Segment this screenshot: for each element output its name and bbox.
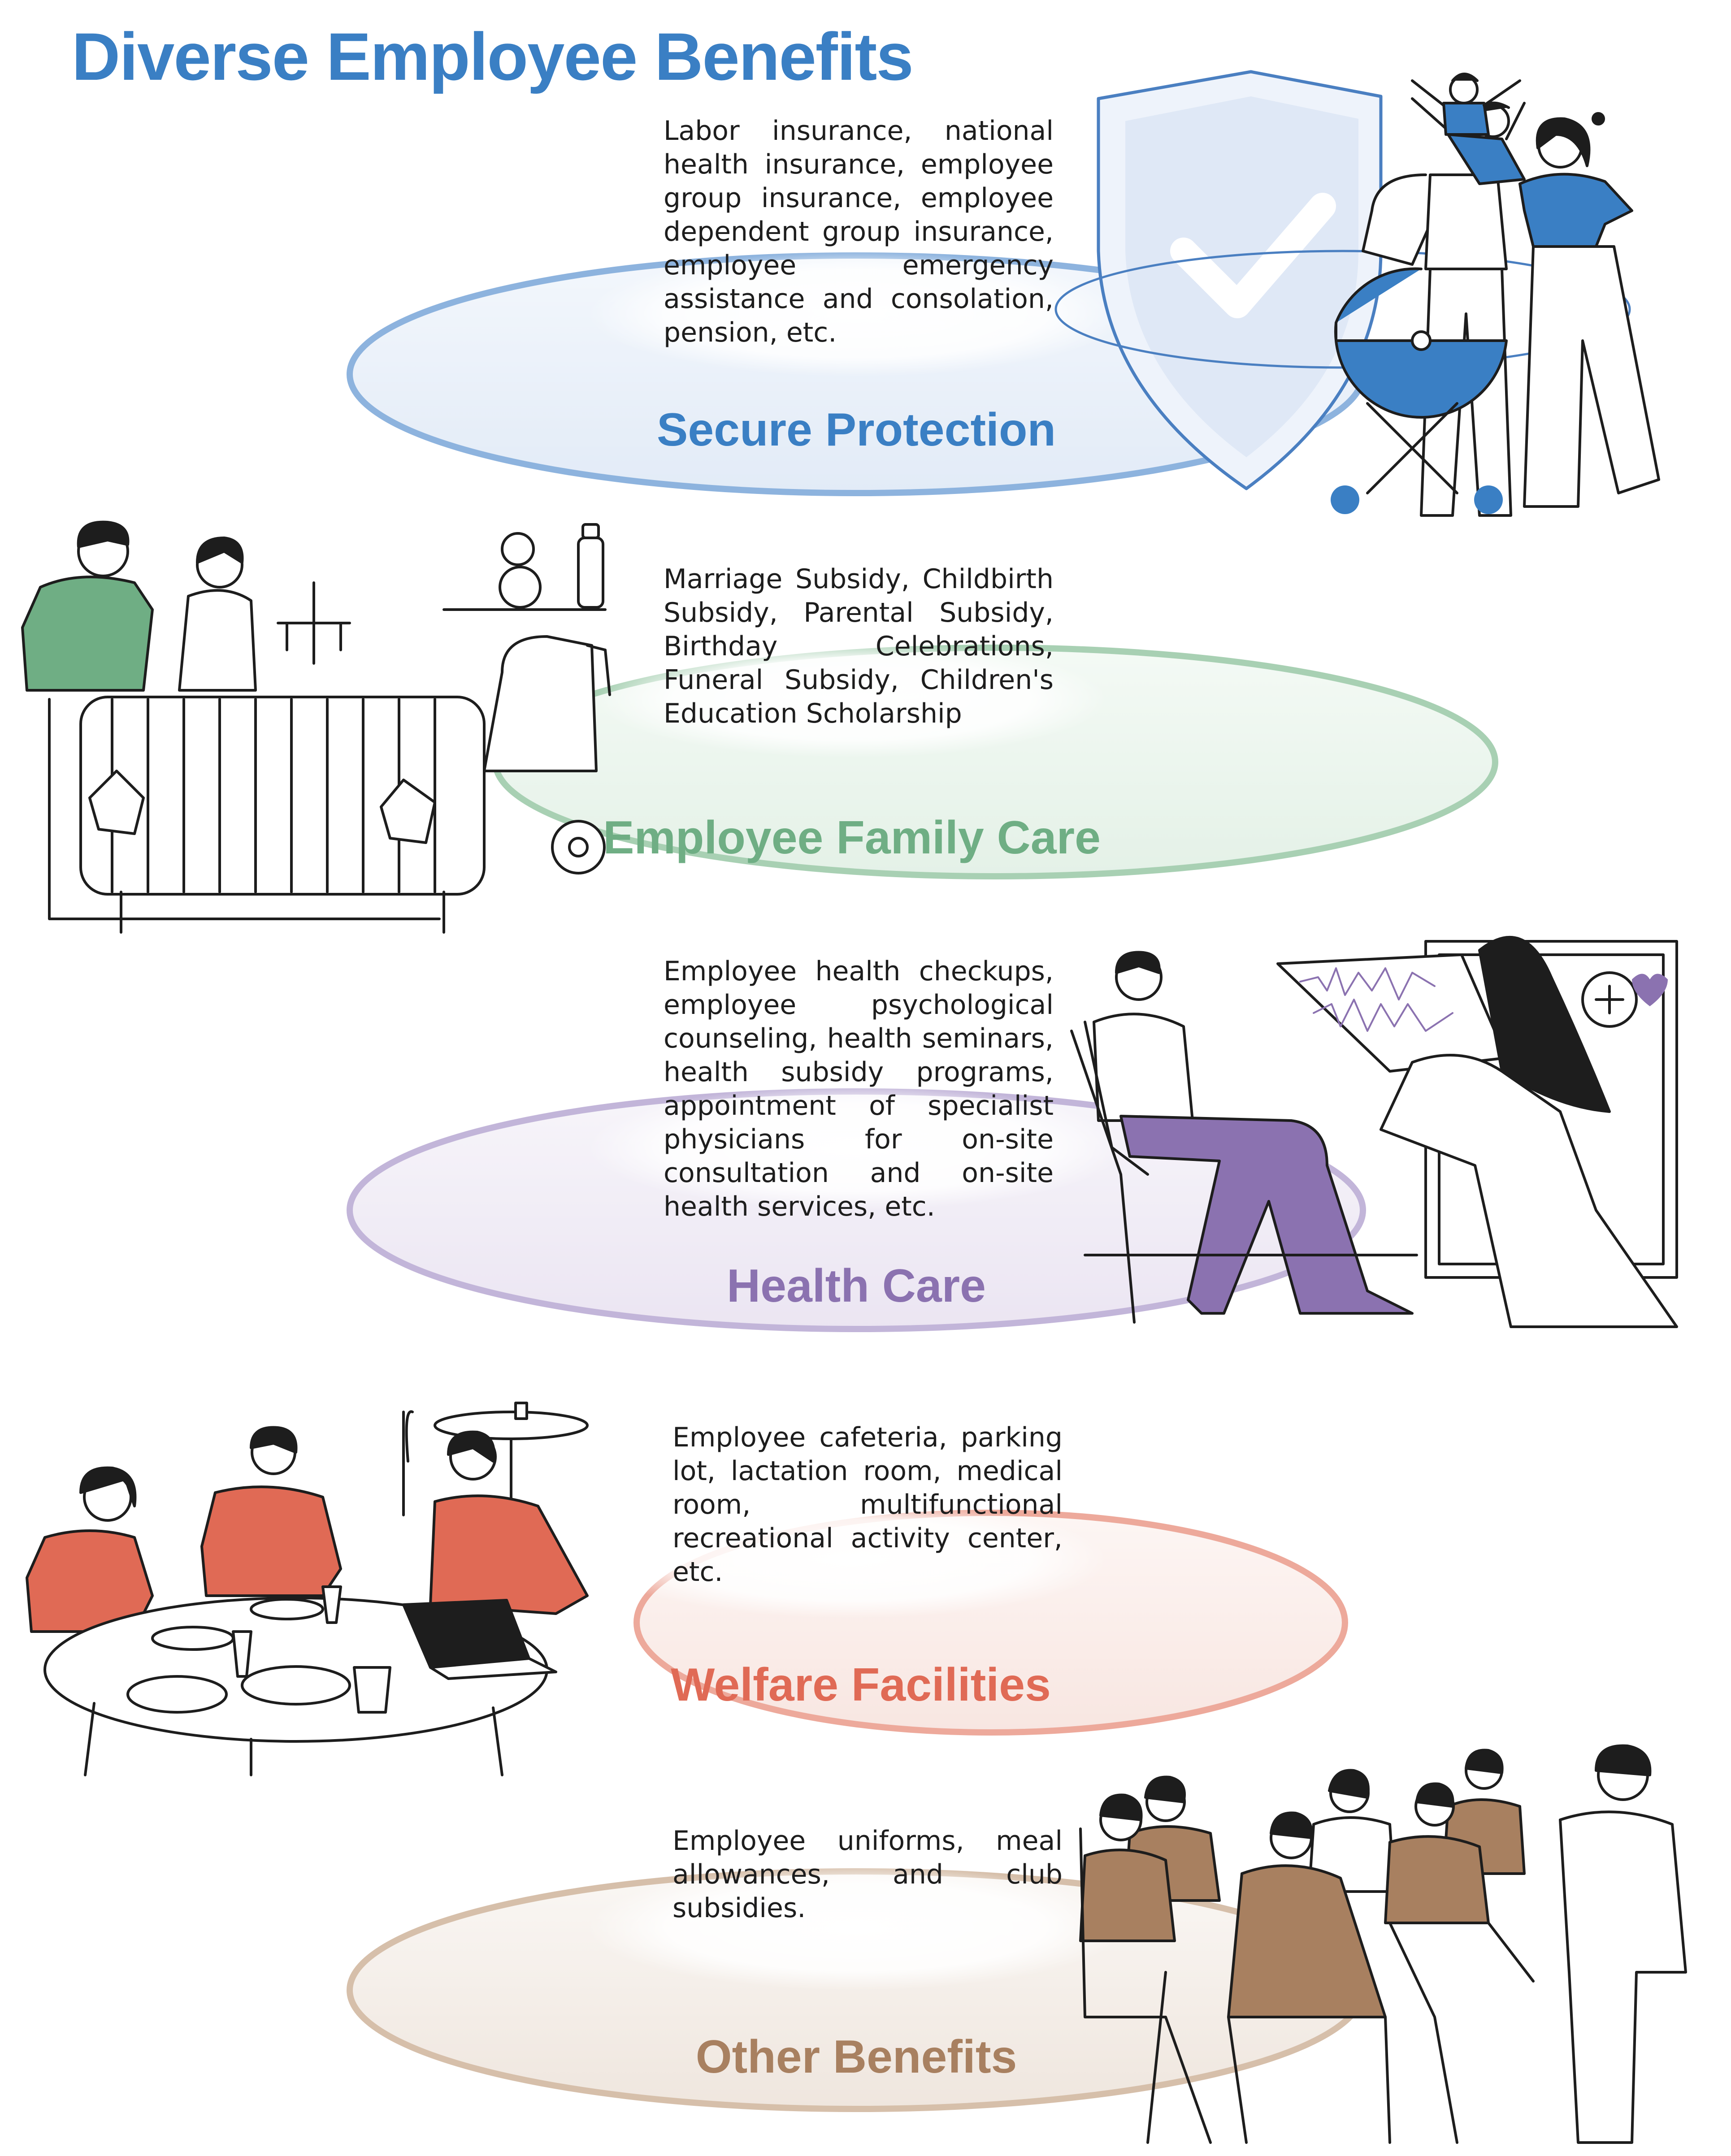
health-care-description: Employee health checkups, employee psych… bbox=[664, 956, 1054, 1222]
other-benefits-description: Employee uniforms, meal allowances, and … bbox=[672, 1825, 1063, 1924]
family-care-heading: Employee Family Care bbox=[603, 812, 1101, 864]
page-title: Diverse Employee Benefits bbox=[72, 19, 914, 94]
secure-protection-heading: Secure Protection bbox=[656, 404, 1056, 456]
ring-health bbox=[347, 1085, 1366, 1332]
cafeteria-table-icon bbox=[26, 1402, 589, 1776]
welfare-facilities-heading: Welfare Facilities bbox=[671, 1659, 1051, 1711]
other-benefits-heading: Other Benefits bbox=[695, 2031, 1017, 2083]
ring-family bbox=[492, 641, 1498, 879]
applauding-staff-icon bbox=[1079, 1744, 1687, 2144]
secure-protection-description: Labor insurance, national health insuran… bbox=[664, 115, 1054, 348]
family-care-description: Marriage Subsidy, Childbirth Subsidy, Pa… bbox=[664, 563, 1054, 729]
parents-crib-icon bbox=[21, 520, 611, 934]
doctor-patient-icon bbox=[1070, 935, 1678, 1328]
health-care-heading: Health Care bbox=[727, 1260, 986, 1312]
ring-welfare bbox=[596, 1502, 1348, 1736]
family-shield-stroller-icon bbox=[1054, 70, 1660, 517]
welfare-facilities-description: Employee cafeteria, parking lot, lactati… bbox=[672, 1422, 1063, 1588]
